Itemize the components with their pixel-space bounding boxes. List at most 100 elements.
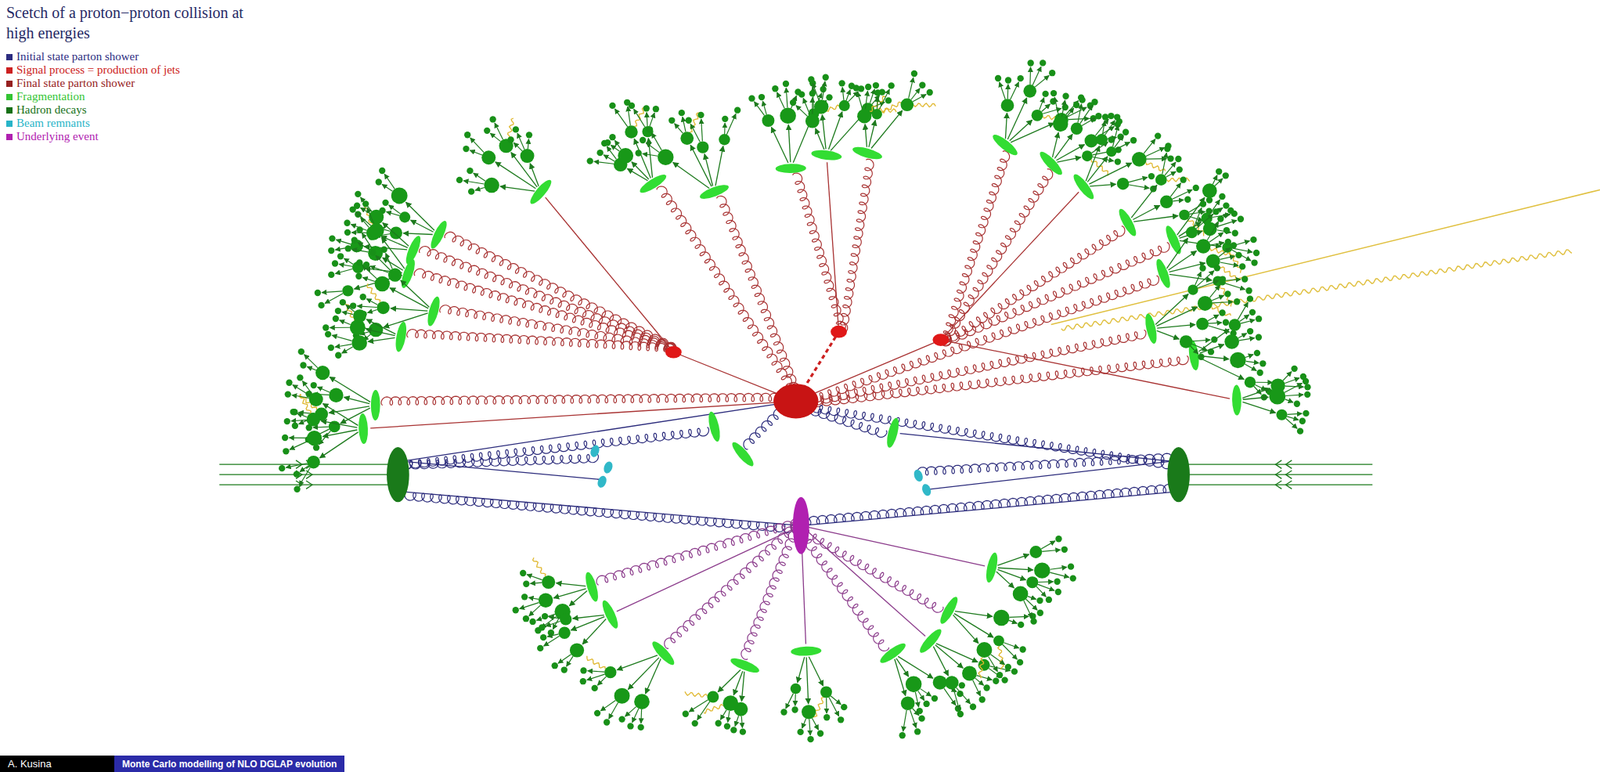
gluon-line (419, 246, 677, 353)
decay-arrow (291, 419, 307, 421)
decay-product (807, 75, 815, 83)
decay-product (1130, 136, 1137, 144)
decay-arrow (297, 413, 308, 418)
decay-arrow (302, 381, 312, 394)
decay-product (724, 722, 731, 729)
hadron (399, 211, 411, 223)
legend-item: Signal process = production of jets (6, 63, 181, 77)
decay-product (1055, 535, 1062, 542)
quark-line (545, 197, 674, 353)
decay-arrow (864, 90, 868, 109)
hadron (483, 177, 499, 193)
decay-arrow (335, 268, 353, 274)
decay-arrow (299, 465, 309, 473)
decay-product (637, 724, 644, 731)
decay-product (789, 99, 797, 106)
decay-arrow (357, 242, 369, 250)
decay-product (512, 606, 519, 613)
legend-swatch (6, 93, 13, 101)
legend-swatch (6, 80, 13, 87)
decay-product (466, 167, 473, 174)
decay-product (885, 97, 892, 104)
fragmentation-ellipse (527, 176, 555, 206)
decay-product (1214, 264, 1221, 271)
decay-product (840, 703, 847, 710)
decay-arrow (529, 582, 542, 584)
hadron (1052, 116, 1068, 132)
decay-arrow (1164, 162, 1176, 176)
hadron (1001, 98, 1015, 112)
decay-arrow (754, 101, 765, 116)
decay-arrow (1214, 178, 1223, 186)
gluon-line (792, 172, 846, 333)
hadron-arrow (627, 657, 659, 690)
author-box: A. Kusina (0, 755, 115, 772)
decay-arrow (1146, 158, 1168, 160)
decay-arrow (1027, 596, 1037, 600)
decay-arrow (288, 436, 307, 439)
proton (1167, 446, 1190, 502)
decay-arrow (1002, 644, 1018, 660)
decay-product (1218, 193, 1226, 200)
quark-line (796, 339, 941, 401)
gluon-line (799, 483, 1175, 526)
hadron-arrow (382, 257, 404, 271)
decay-product (278, 464, 285, 472)
decay-product (1027, 59, 1035, 66)
decay-arrow (1116, 142, 1131, 150)
decay-arrow (614, 108, 628, 127)
decay-product (1239, 263, 1246, 270)
hadron-arrow (998, 567, 1034, 570)
decay-product (1246, 327, 1254, 335)
decay-arrow (1196, 270, 1215, 287)
fragmentation-ellipse (1153, 257, 1173, 290)
decay-product (1167, 154, 1174, 162)
hadron (706, 690, 719, 703)
decay-product (362, 200, 369, 207)
hadron (871, 108, 882, 119)
decay-arrow (1239, 314, 1250, 322)
decay-product (609, 133, 616, 141)
decay-arrow (794, 693, 797, 706)
decay-product (1259, 360, 1266, 367)
decay-product (332, 315, 339, 322)
hadron (306, 455, 320, 469)
decay-arrow (469, 150, 483, 155)
decay-arrow (720, 709, 727, 721)
decay-product (522, 615, 530, 622)
decay-arrow (1065, 108, 1074, 119)
decay-product (1227, 207, 1234, 214)
hadron (1031, 109, 1044, 122)
decay-product (540, 634, 547, 641)
fragmentation-ellipse (877, 640, 909, 666)
decay-arrow (587, 670, 605, 672)
photon-wiggle (1145, 162, 1166, 171)
decay-arrow (825, 697, 828, 714)
decay-product (1001, 676, 1008, 683)
fragmentation-ellipse (371, 389, 381, 421)
decay-product (1179, 176, 1186, 184)
fragmentation-ellipse (357, 413, 369, 445)
hadron (1178, 209, 1190, 221)
decay-product (864, 83, 872, 91)
legend: Initial state parton showerSignal proces… (6, 50, 181, 144)
decay-arrow (674, 123, 684, 134)
decay-arrow (610, 144, 620, 152)
decay-product (1215, 168, 1222, 175)
hadron (1160, 195, 1173, 209)
decay-product (363, 261, 370, 268)
fragmentation-ellipse (425, 295, 442, 328)
decay-product (994, 75, 1002, 82)
decay-product (1257, 369, 1264, 376)
decay-product (299, 361, 307, 368)
decay-product (551, 662, 559, 669)
decay-product (1070, 574, 1077, 581)
decay-arrow (1232, 249, 1251, 261)
hadron (1187, 284, 1198, 295)
hadron-arrow (1156, 324, 1196, 328)
decay-product (603, 718, 610, 725)
photon-line (1051, 189, 1600, 325)
decay-arrow (857, 91, 862, 109)
hadron-arrow (495, 162, 537, 189)
legend-swatch (6, 67, 13, 74)
